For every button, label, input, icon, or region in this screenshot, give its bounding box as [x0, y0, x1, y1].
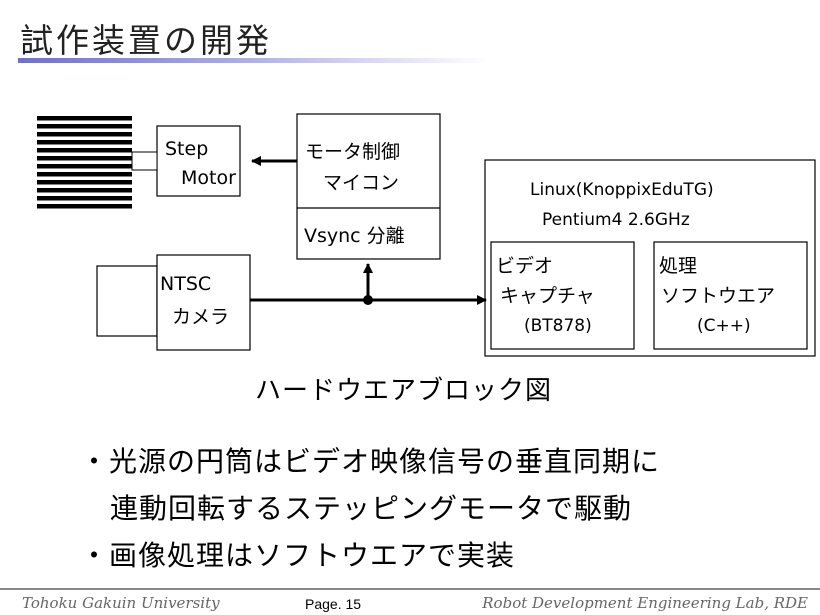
- cylinder-stripe: [37, 180, 132, 185]
- step-motor-label-line1: Step: [165, 138, 208, 160]
- hardware-block-diagram: Step Motor モータ制御 マイコン Vsync 分離 Linux(Kno…: [37, 113, 816, 357]
- footer-lab: Robot Development Engineering Lab, RDE: [482, 594, 808, 612]
- cylinder-stripe: [37, 164, 132, 169]
- motor-control-box: [296, 113, 441, 260]
- striped-cylinder: [37, 115, 132, 210]
- processing-label-line3: (C++): [697, 316, 751, 336]
- camera-label-line1: NTSC: [160, 273, 211, 295]
- video-capture-label-line2: キャプチャ: [500, 285, 595, 307]
- bullet-1-continued: 連動回転するステッピングモータで駆動: [110, 492, 633, 525]
- video-capture-box: [490, 241, 635, 350]
- cylinder-stripe: [37, 196, 132, 201]
- video-capture-label-line1: ビデオ: [496, 255, 553, 277]
- cylinder-stripe: [37, 172, 132, 177]
- footer-divider: [0, 588, 820, 590]
- bullet-2: ・画像処理はソフトウエアで実装: [80, 539, 516, 572]
- processing-software-box: [653, 241, 808, 350]
- cylinder-stripe: [37, 140, 132, 145]
- processing-label-line1: 処理: [659, 255, 697, 277]
- cylinder-stripe: [37, 124, 132, 129]
- pc-os-label: Linux(KnoppixEduTG): [530, 180, 714, 200]
- cylinder-stripe: [37, 116, 132, 121]
- cylinder-stripe: [37, 156, 132, 161]
- diagram-caption: ハードウエアブロック図: [255, 376, 553, 406]
- cylinder-stripe: [37, 204, 132, 209]
- footer-university: Tohoku Gakuin University: [22, 594, 220, 612]
- slide-title: 試作装置の開発: [20, 21, 272, 60]
- bullet-1: ・光源の円筒はビデオ映像信号の垂直同期に: [80, 445, 661, 478]
- camera-label-line2: カメラ: [172, 306, 229, 328]
- title-underline: [18, 58, 488, 63]
- vsync-label: Vsync 分離: [304, 225, 405, 247]
- camera-box: [156, 254, 251, 351]
- video-capture-label-line3: (BT878): [524, 316, 592, 336]
- step-motor-label-line2: Motor: [181, 167, 236, 189]
- motor-control-label-line2: マイコン: [323, 172, 399, 194]
- motor-control-label-line1: モータ制御: [305, 141, 400, 163]
- camera-lens: [96, 265, 158, 337]
- processing-label-line2: ソフトウエア: [661, 285, 775, 307]
- pc-cpu-label: Pentium4 2.6GHz: [542, 210, 690, 230]
- cylinder-stripe: [37, 132, 132, 137]
- cylinder-stripe: [37, 188, 132, 193]
- footer-page-number: Page. 15: [305, 596, 362, 612]
- cylinder-stripe: [37, 148, 132, 153]
- step-motor-box: [156, 125, 241, 197]
- motor-shaft: [131, 151, 158, 171]
